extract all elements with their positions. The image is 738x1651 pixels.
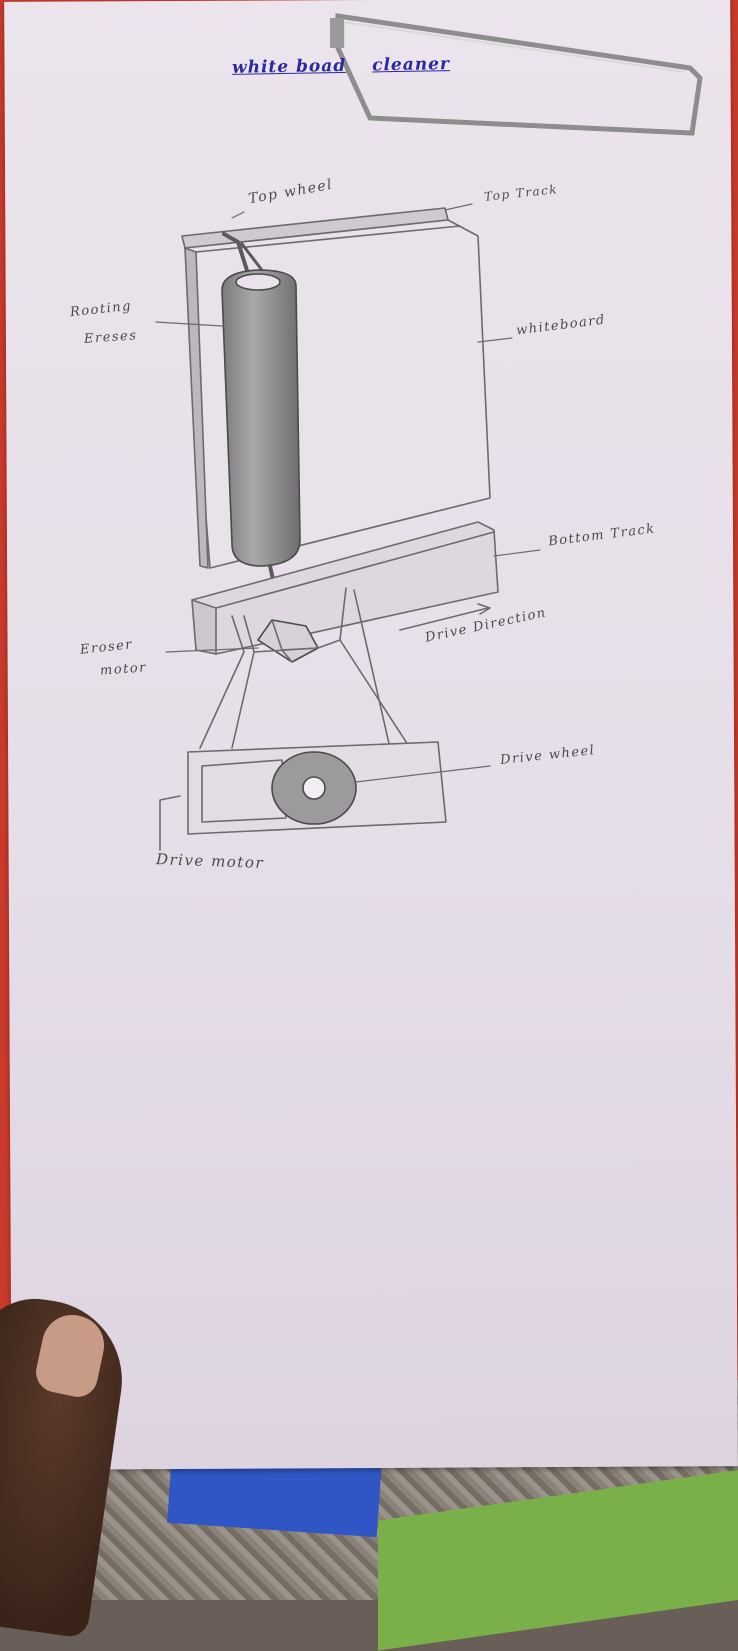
drive-wheel-shape bbox=[272, 752, 356, 824]
label-drive-motor: Drive motor bbox=[156, 850, 265, 872]
rotating-eraser-shape bbox=[222, 270, 300, 566]
